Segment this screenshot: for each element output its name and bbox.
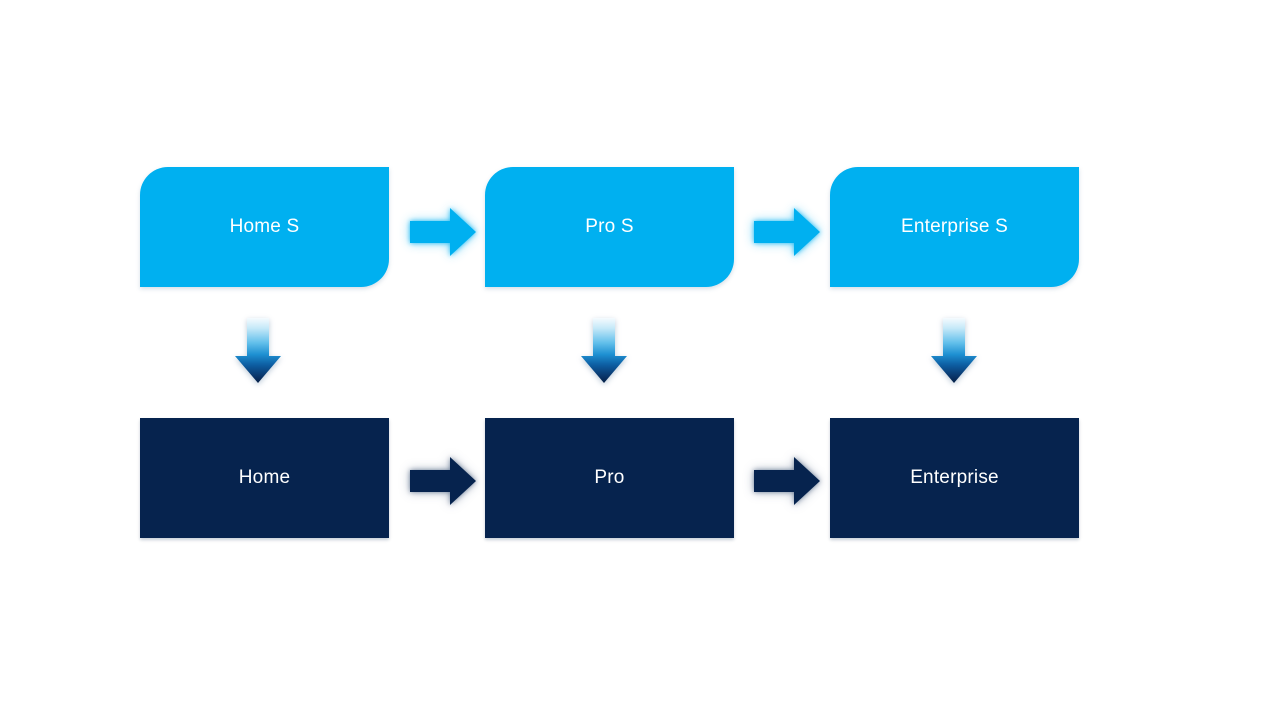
node-home: Home	[140, 418, 389, 538]
node-pro: Pro	[485, 418, 734, 538]
node-enterprise-s-label: Enterprise S	[901, 216, 1008, 237]
arrow-right-icon	[754, 457, 820, 505]
node-pro-label: Pro	[594, 467, 625, 488]
arrow-right-icon	[410, 208, 476, 256]
node-pro-s-label: Pro S	[585, 216, 634, 237]
node-home-label: Home	[238, 467, 291, 488]
node-enterprise: Enterprise	[830, 418, 1079, 538]
node-enterprise-label: Enterprise	[910, 467, 999, 488]
node-enterprise-s: Enterprise S	[830, 167, 1079, 287]
arrow-down-icon	[931, 318, 977, 383]
arrow-down-icon	[235, 318, 281, 383]
node-pro-s: Pro S	[485, 167, 734, 287]
arrow-right-icon	[410, 457, 476, 505]
arrow-right-icon	[754, 208, 820, 256]
node-home-s-label: Home S	[229, 216, 300, 237]
node-home-s: Home S	[140, 167, 389, 287]
arrow-down-icon	[581, 318, 627, 383]
